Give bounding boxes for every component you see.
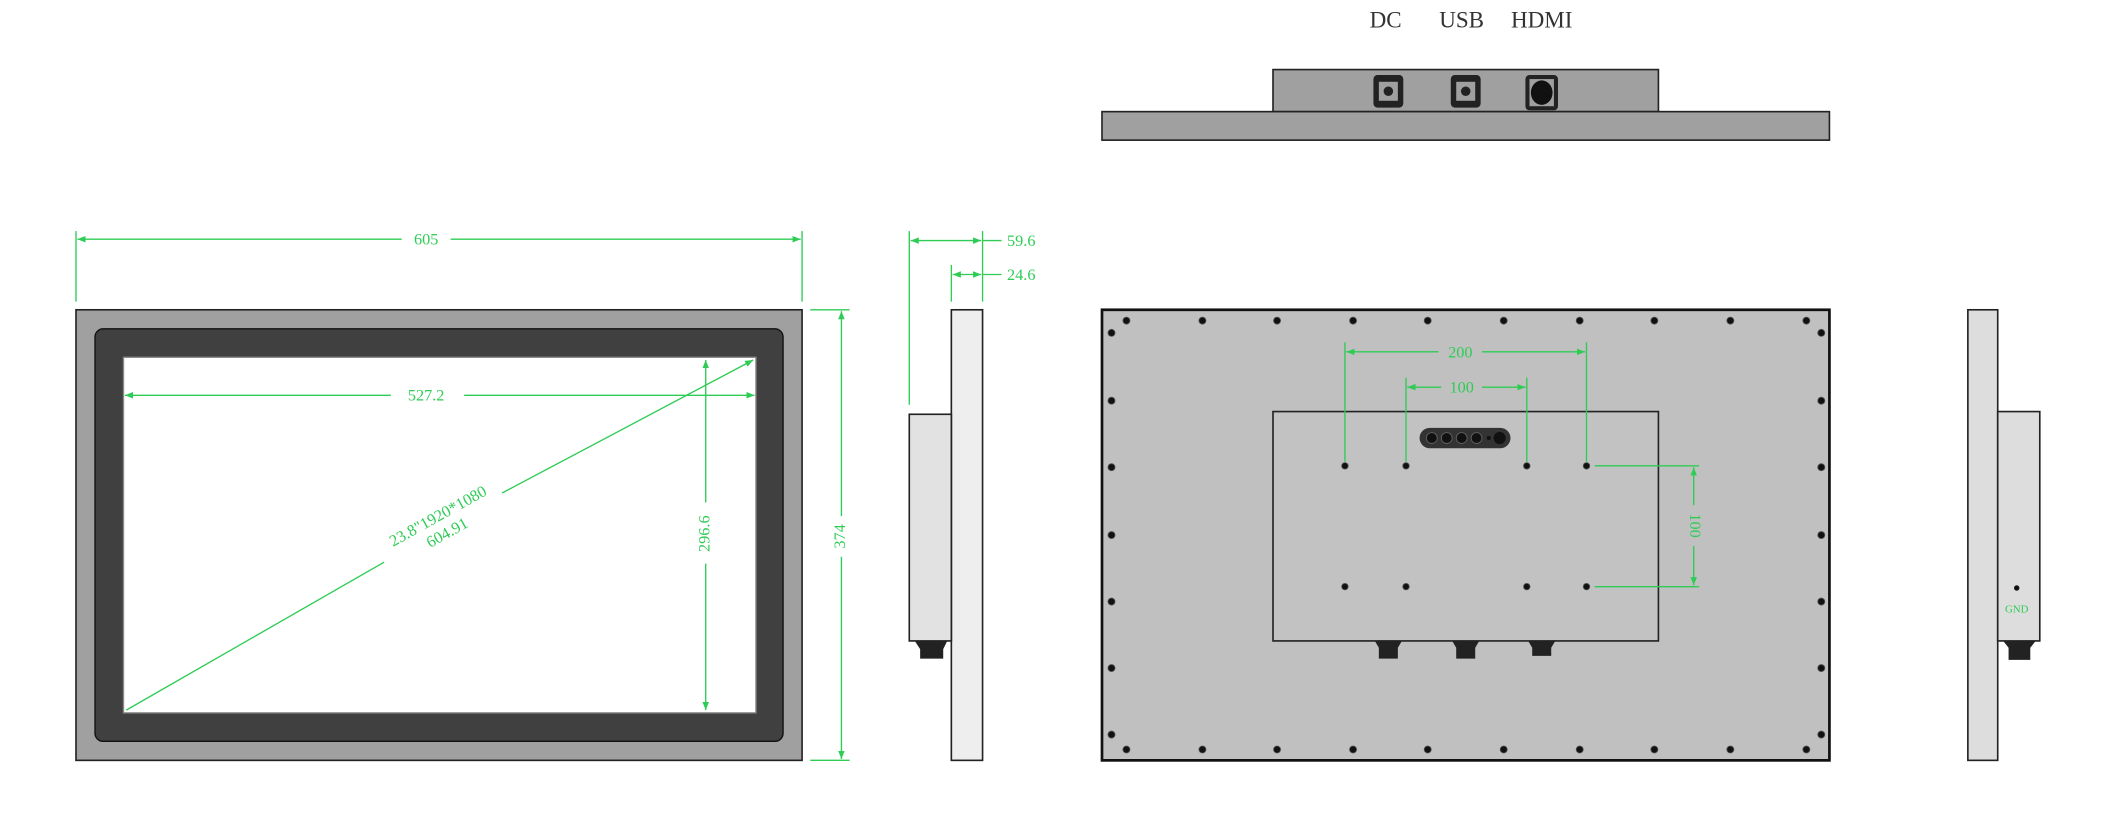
screw-icon [1349,316,1358,325]
screw-icon [1349,745,1358,754]
rear-view: 200 100 100 [1100,308,1831,762]
hdmi-port-icon [1525,75,1558,111]
screw-icon [1817,730,1826,739]
total-depth-dimension: 59.6 [1007,231,1035,250]
screw-icon [1273,745,1282,754]
screw-icon [1198,745,1207,754]
vesa-vertical-dimension: 100 [1686,513,1705,537]
ground-screw-icon [2014,585,2020,591]
connector-icon [914,640,948,659]
right-side-housing [1996,410,2041,642]
dc-port-icon [1373,75,1404,108]
screw-icon [1650,316,1659,325]
vesa-hole-icon [1341,582,1349,591]
screw-icon [1817,463,1826,472]
vesa-inner-dimension: 100 [1449,378,1473,397]
right-side-view: GND [1967,308,2041,762]
right-side-panel [1967,308,1999,762]
side-view: 59.6 24.6 [908,231,1035,762]
io-strip-icon [1419,427,1511,449]
vesa-holes [1341,462,1591,591]
side-panel [950,308,984,762]
ground-label: GND [2005,603,2029,615]
rear-housing [1272,410,1660,642]
usb-label: USB [1439,7,1484,33]
screw-icon [1107,463,1116,472]
screw-icon [1107,531,1116,540]
vesa-hole-icon [1582,462,1591,470]
vesa-outer-dimension: 200 [1448,342,1472,361]
top-view: DC USB HDMI [1101,7,1831,141]
screw-icon [1817,328,1826,337]
screen-area [122,356,757,714]
screw-icon [1107,396,1116,405]
screw-icon [1650,745,1659,754]
vesa-hole-icon [1402,582,1410,591]
vesa-hole-icon [1582,582,1591,591]
side-housing [908,413,953,642]
vesa-hole-icon [1402,462,1410,470]
screw-icon [1423,745,1432,754]
screw-icon [1817,664,1826,673]
screw-icon [1817,597,1826,606]
screw-icon [1575,316,1584,325]
hdmi-connector-icon [1528,640,1556,656]
panel-top [1101,110,1831,141]
hdmi-label: HDMI [1511,7,1573,33]
screw-icon [1817,531,1826,540]
screw-icon [1423,316,1432,325]
screw-icon [1802,316,1811,325]
screw-icon [1802,745,1811,754]
vesa-hole-icon [1341,462,1349,470]
dc-label: DC [1370,7,1402,33]
screw-icon [1726,745,1735,754]
screw-icon [1726,316,1735,325]
active-height-dimension: 296.6 [694,515,713,552]
screw-icon [1107,597,1116,606]
vesa-hole-icon [1523,462,1531,470]
screw-icon [1499,316,1508,325]
screw-icon [1107,328,1116,337]
mounting-screws [1107,316,1826,754]
panel-depth-dimension: 24.6 [1007,265,1035,284]
dc-connector-icon [1374,640,1402,659]
screw-icon [1499,745,1508,754]
usb-port-icon [1450,75,1481,108]
screw-icon [1198,316,1207,325]
screw-icon [1122,316,1131,325]
active-width-dimension: 527.2 [408,386,445,405]
overall-width-dimension: 605 [414,230,438,249]
screw-icon [1817,396,1826,405]
screw-icon [1122,745,1131,754]
overall-height-dimension: 374 [830,524,849,548]
right-connector-icon [2003,640,2036,660]
vesa-hole-icon [1523,582,1531,591]
screw-icon [1273,316,1282,325]
front-view: 605 527.2 296.6 374 23.8"1920*1080 604.9… [75,230,850,762]
screw-icon [1107,664,1116,673]
screw-icon [1575,745,1584,754]
usb-connector-icon [1452,640,1480,659]
screw-icon [1107,730,1116,739]
